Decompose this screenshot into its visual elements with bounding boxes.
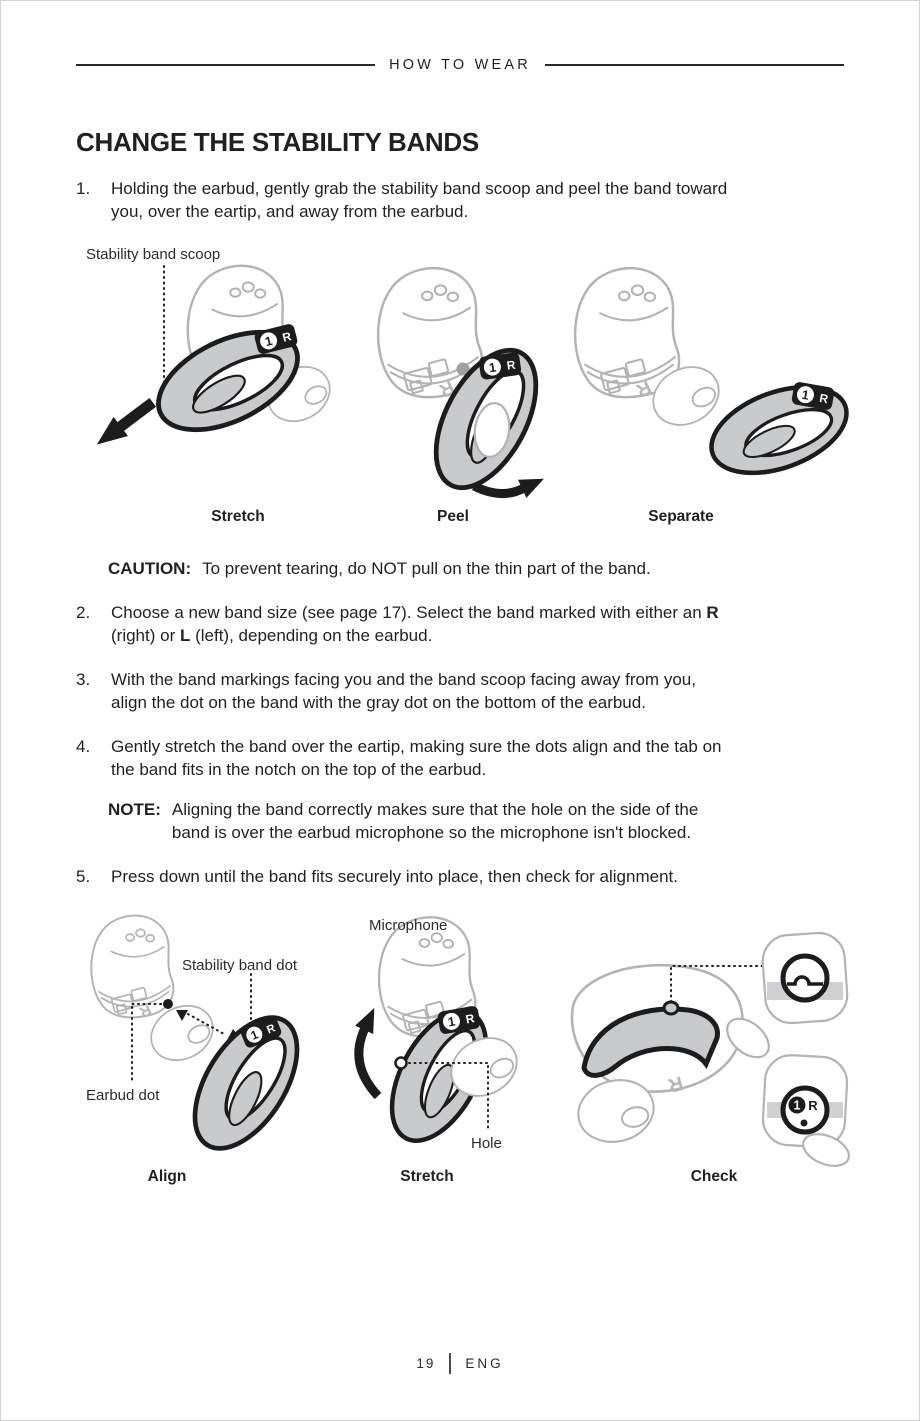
step-text: Holding the earbud, gently grab the stab… (111, 177, 727, 223)
header-rule-right (544, 64, 844, 66)
caution-label: CAUTION: (108, 559, 192, 578)
step-item-5: 5. Press down until the band fits secure… (76, 865, 866, 888)
step-item-4: 4. Gently stretch the band over the eart… (76, 735, 866, 781)
step-line: Gently stretch the band over the eartip,… (111, 737, 722, 756)
callout-hole: Hole (471, 1135, 502, 1152)
illustration-align (90, 914, 318, 1166)
earbud-r-marking: R (665, 1071, 685, 1096)
footer-language: ENG (465, 1356, 504, 1371)
callout-microphone: Microphone (369, 917, 448, 934)
note-line: Aligning the band correctly makes sure t… (171, 800, 699, 819)
illustration-check: R (557, 931, 850, 1167)
eartip-flap (726, 1017, 770, 1059)
callout-stability-band-dot: Stability band dot (182, 957, 298, 974)
callout-stability-band-scoop: Stability band scoop (86, 246, 221, 263)
footer-divider (449, 1353, 452, 1374)
step-line: the band fits in the notch on the top of… (111, 760, 487, 779)
band-side-letter: R (808, 1098, 818, 1113)
caption-check: Check (690, 1168, 738, 1185)
step-number: 1. (76, 179, 91, 198)
note-block: NOTE: Aligning the band correctly makes … (108, 798, 698, 844)
caution-text: To prevent tearing, do NOT pull on the t… (202, 559, 651, 578)
figure1-illustrations: R 1 R (76, 264, 866, 514)
align-pointer-triangle (176, 1010, 188, 1021)
peel-arrow-icon (471, 478, 544, 498)
step-line: Press down until the band fits securely … (111, 867, 678, 886)
page-footer: 19 ENG (1, 1353, 919, 1374)
earbud-dot (163, 999, 173, 1009)
band-hole (394, 1056, 408, 1070)
bold-r: R (706, 603, 719, 622)
eartip-through-ring (473, 402, 511, 458)
caption-align: Align (147, 1168, 187, 1185)
align-leader-line (187, 1013, 225, 1035)
figure-remove-bands: Stability band scoop R (76, 246, 866, 536)
step-item-1: 1. Holding the earbud, gently grab the s… (76, 177, 866, 223)
step-number: 4. (76, 737, 91, 756)
caption-separate: Separate (648, 508, 714, 525)
step-line: (left), depending on the earbud. (190, 626, 433, 645)
callout-earbud-dot: Earbud dot (86, 1087, 160, 1104)
step-text: Gently stretch the band over the eartip,… (111, 735, 722, 781)
caption-stretch: Stretch (211, 508, 265, 525)
eartip-flap (802, 1133, 850, 1167)
check-leader-line (670, 965, 779, 1003)
step-line: (right) or (111, 626, 180, 645)
header-title: HOW TO WEAR (389, 57, 531, 73)
tab-notch-glyph (787, 975, 823, 986)
illustration-stretch-on (354, 916, 528, 1156)
step-line: Holding the earbud, gently grab the stab… (111, 179, 728, 198)
page-header: HOW TO WEAR (76, 57, 844, 73)
band-size-number: 1 (794, 1099, 801, 1113)
illustration-peel (376, 266, 556, 504)
step-line: align the dot on the band with the gray … (111, 693, 646, 712)
caption-peel: Peel (437, 508, 469, 525)
step-number: 3. (76, 670, 91, 689)
earbud-gray-dot (456, 362, 470, 376)
installed-band (581, 1006, 720, 1078)
figure-install-bands: R (76, 906, 866, 1201)
step-text: Choose a new band size (see page 17). Se… (111, 601, 719, 647)
pull-arrow-icon (90, 393, 160, 454)
step-text: With the band markings facing you and th… (111, 668, 696, 714)
step-line: With the band markings facing you and th… (111, 670, 696, 689)
figure2-illustrations: R (90, 914, 850, 1166)
illustration-separate (573, 266, 858, 489)
bold-l: L (179, 626, 191, 645)
note-text: Aligning the band correctly makes sure t… (172, 798, 698, 844)
callout-marking-check: 1 R (761, 1054, 850, 1167)
step-text: Press down until the band fits securely … (111, 865, 678, 888)
header-rule-left (76, 64, 376, 66)
step-number: 2. (76, 603, 91, 622)
page-title: CHANGE THE STABILITY BANDS (76, 127, 479, 157)
step-item-3: 3. With the band markings facing you and… (76, 668, 866, 714)
note-line: band is over the earbud microphone so th… (171, 823, 692, 842)
band-tab (662, 1000, 680, 1016)
band-dot (800, 1119, 808, 1127)
step-line: you, over the eartip, and away from the … (111, 202, 469, 221)
stretch-arrow-icon (354, 1008, 382, 1100)
step-number: 5. (76, 867, 91, 886)
note-label: NOTE: (108, 800, 161, 819)
step-line: Choose a new band size (see page 17). Se… (111, 603, 707, 622)
step-item-2: 2. Choose a new band size (see page 17).… (76, 601, 866, 647)
callout-tab-check (726, 931, 849, 1059)
caution-block: CAUTION: To prevent tearing, do NOT pull… (108, 557, 651, 580)
footer-page-number: 19 (416, 1356, 436, 1371)
illustration-stretch (90, 264, 341, 454)
caption-stretch2: Stretch (400, 1168, 454, 1185)
